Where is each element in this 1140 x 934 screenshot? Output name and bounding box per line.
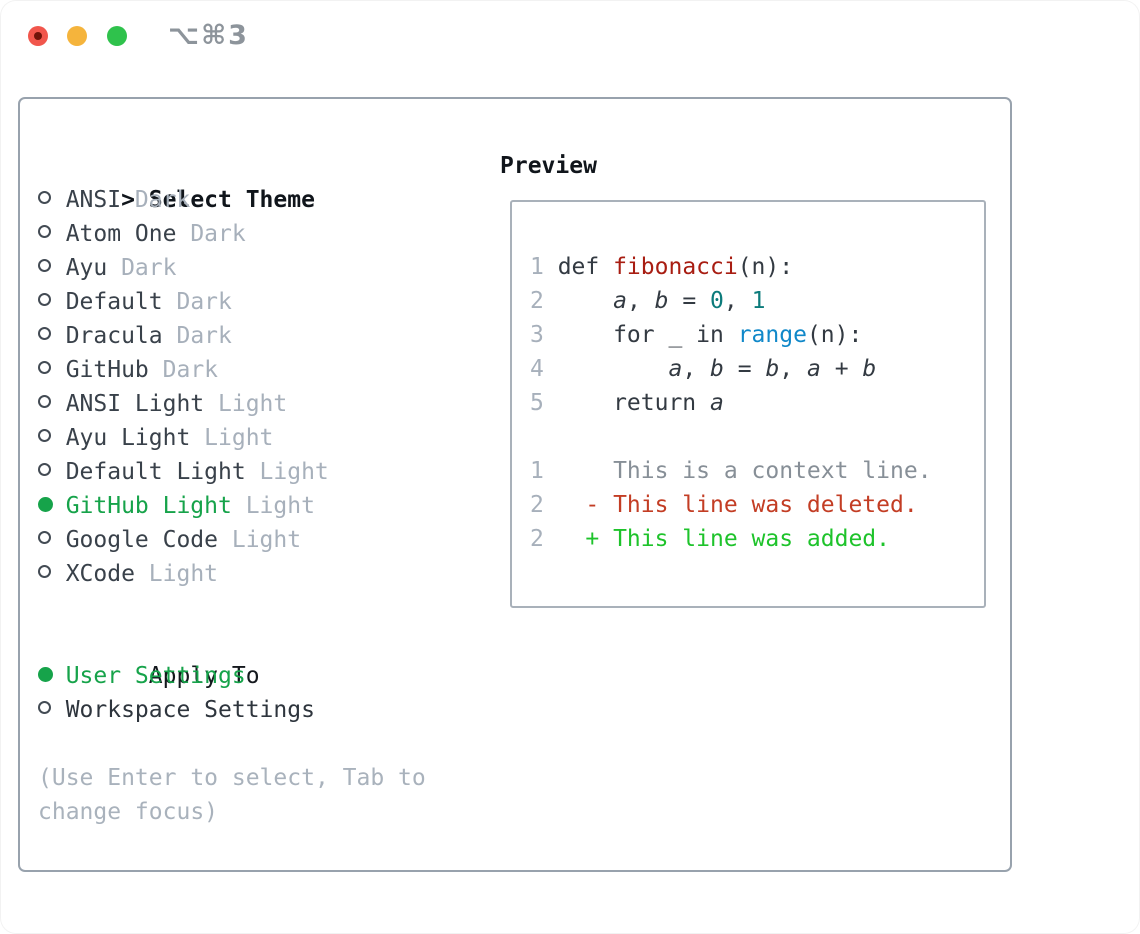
zoom-button[interactable]: [107, 26, 127, 46]
theme-option-ayu-light[interactable]: Ayu Light Light: [38, 421, 426, 455]
diff-line-context: 1 This is a context line.: [530, 458, 932, 484]
theme-option-github[interactable]: GitHub Dark: [38, 353, 426, 387]
select-theme-header: > Select Theme: [38, 149, 426, 213]
code-line: 2 a, b = 0, 1: [530, 288, 766, 314]
theme-name: Google Code: [65, 527, 219, 553]
theme-option-ayu[interactable]: Ayu Dark: [38, 251, 426, 285]
theme-option-ansi[interactable]: ANSI Dark: [38, 183, 426, 217]
theme-variant-tag: Light: [148, 561, 219, 587]
theme-name: Ayu Light: [65, 425, 191, 451]
theme-name: XCode: [65, 561, 135, 587]
theme-option-github-light[interactable]: GitHub Light Light: [38, 489, 426, 523]
radio-icon: [38, 387, 66, 421]
radio-icon: [38, 455, 66, 489]
theme-variant-tag: Light: [259, 459, 329, 485]
theme-name: Dracula: [65, 323, 163, 349]
hint-line-1: (Use Enter to select, Tab to: [38, 765, 426, 791]
radio-icon: [38, 319, 66, 353]
minimize-button[interactable]: [67, 26, 87, 46]
code-line: 3 for _ in range(n):: [530, 322, 863, 348]
theme-variant-tag: Dark: [176, 323, 232, 349]
theme-variant-tag: Dark: [134, 187, 191, 213]
apply-option-label: Workspace Settings: [65, 697, 315, 723]
theme-variant-tag: Light: [204, 425, 274, 451]
apply-to-title: Apply To: [148, 663, 260, 689]
theme-name: GitHub: [65, 357, 149, 383]
radio-icon: [38, 183, 66, 217]
radio-selected-icon: [38, 659, 66, 693]
apply-option-label: User Settings: [65, 663, 246, 689]
diff-line-added: 2+This line was added.: [530, 526, 891, 552]
theme-option-ansi-light[interactable]: ANSI Light Light: [38, 387, 426, 421]
theme-name: ANSI: [65, 187, 122, 213]
select-theme-title: Select Theme: [148, 187, 315, 213]
theme-option-google-code[interactable]: Google Code Light: [38, 523, 426, 557]
theme-name: Default Light: [65, 459, 246, 485]
radio-icon: [38, 421, 66, 455]
theme-option-xcode[interactable]: XCode Light: [38, 557, 426, 591]
preview-title: Preview: [500, 153, 597, 179]
spacer: [38, 727, 426, 761]
radio-icon: [38, 693, 66, 727]
spacer: [530, 420, 932, 454]
theme-name: Ayu: [65, 255, 108, 281]
theme-variant-tag: Light: [245, 493, 315, 519]
close-button[interactable]: [28, 26, 48, 46]
apply-to-header: Apply To: [38, 625, 426, 689]
code-line: 5 return a: [530, 390, 724, 416]
preview-box: [510, 200, 986, 608]
window-shortcut-label: ⌥⌘3: [168, 20, 249, 51]
radio-icon: [38, 523, 66, 557]
theme-variant-tag: Dark: [162, 357, 219, 383]
apply-option-workspace-settings[interactable]: Workspace Settings: [38, 693, 426, 727]
diff-line-deleted: 2-This line was deleted.: [530, 492, 918, 518]
radio-icon: [38, 217, 66, 251]
spacer: [38, 591, 426, 625]
cursor-prefix: >: [121, 187, 135, 213]
theme-name: Default: [65, 289, 163, 315]
theme-variant-tag: Light: [218, 391, 288, 417]
radio-icon: [38, 557, 66, 591]
code-line: 4 a, b = b, a + b: [530, 356, 877, 382]
radio-selected-icon: [38, 489, 66, 523]
radio-icon: [38, 353, 66, 387]
theme-variant-tag: Dark: [190, 221, 246, 247]
theme-option-default[interactable]: Default Dark: [38, 285, 426, 319]
theme-option-atom-one[interactable]: Atom One Dark: [38, 217, 426, 251]
theme-option-default-light[interactable]: Default Light Light: [38, 455, 426, 489]
radio-icon: [38, 251, 66, 285]
theme-option-dracula[interactable]: Dracula Dark: [38, 319, 426, 353]
radio-icon: [38, 285, 66, 319]
theme-variant-tag: Dark: [121, 255, 177, 281]
theme-name: Atom One: [65, 221, 177, 247]
theme-variant-tag: Dark: [176, 289, 232, 315]
theme-name: ANSI Light: [65, 391, 205, 417]
theme-name: GitHub Light: [65, 493, 232, 519]
theme-variant-tag: Light: [231, 527, 302, 553]
apply-option-user-settings[interactable]: User Settings: [38, 659, 426, 693]
hint-line-2: change focus): [38, 799, 219, 825]
